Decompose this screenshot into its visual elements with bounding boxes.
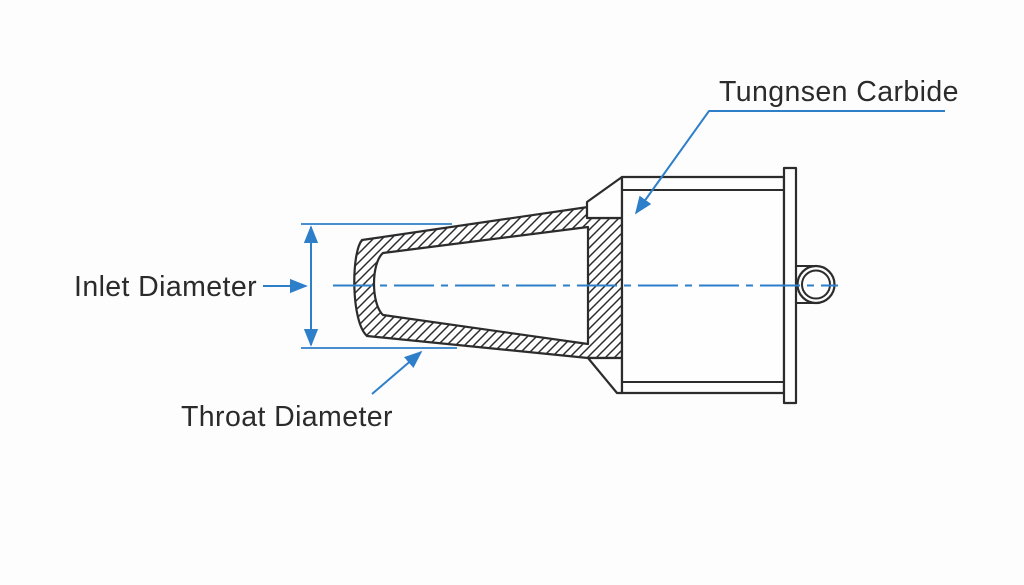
- throat-leader-arrow: [371, 350, 423, 395]
- shell-bottom-chamfer: [586, 356, 624, 395]
- shell-top-chamfer: [585, 175, 624, 220]
- carbide-liner-section: [353, 205, 624, 360]
- inlet-label: Inlet Diameter: [74, 271, 257, 303]
- material-leader-arrow: [634, 110, 945, 215]
- material-label: Tungnsen Carbide: [719, 76, 959, 108]
- throat-label: Throat Diameter: [181, 401, 393, 433]
